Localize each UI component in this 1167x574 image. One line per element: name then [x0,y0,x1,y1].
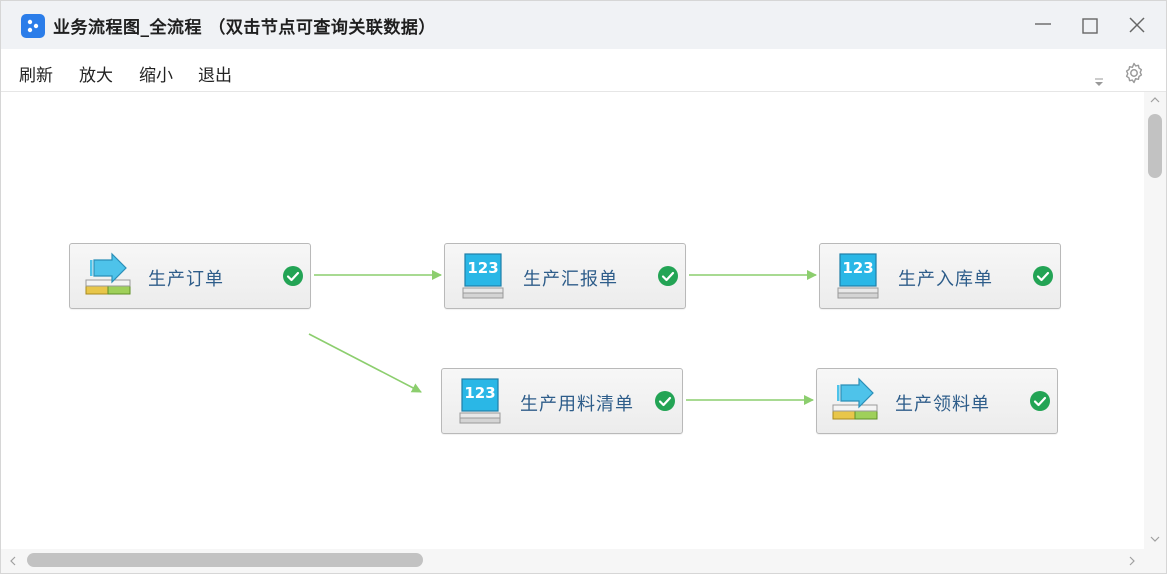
node-production-report[interactable]: 123 生产汇报单 [444,243,686,309]
node-production-order[interactable]: 生产订单 [69,243,311,309]
vertical-scroll-thumb[interactable] [1148,114,1162,178]
node-label: 生产汇报单 [523,269,618,290]
node-label: 生产领料单 [895,394,990,415]
check-icon [1033,266,1053,286]
scroll-up-icon[interactable] [1150,96,1160,104]
node-production-bom[interactable]: 123 生产用料清单 [441,368,683,434]
arrow-document-icon [832,377,878,420]
minimize-icon [1035,23,1051,25]
window-title: 业务流程图_全流程 （双击节点可查询关联数据） [53,18,436,38]
horizontal-scroll-thumb[interactable] [27,553,423,567]
caret-down-icon [1095,78,1103,86]
node-production-warehouse-entry[interactable]: 123 生产入库单 [819,243,1061,309]
close-button[interactable] [1125,13,1149,37]
check-icon [655,391,675,411]
arrow-document-icon [85,252,131,295]
node-production-picking[interactable]: 生产领料单 [816,368,1058,434]
zoom-out-menu-item[interactable]: 缩小 [139,66,173,86]
svg-text:123: 123 [464,384,495,402]
node-label: 生产订单 [148,269,224,290]
svg-text:123: 123 [467,259,498,277]
scroll-left-icon[interactable] [9,556,17,566]
settings-button[interactable] [1122,61,1146,89]
check-icon [1030,391,1050,411]
svg-text:123: 123 [842,259,873,277]
minimize-button[interactable] [1031,13,1055,37]
refresh-menu-item[interactable]: 刷新 [19,66,53,86]
numeric-123-monitor-icon: 123 [459,378,501,424]
maximize-button[interactable] [1078,13,1102,37]
vertical-scrollbar[interactable] [1144,92,1166,549]
flow-edges [308,270,817,405]
numeric-123-monitor-icon: 123 [462,253,504,299]
close-icon [1129,17,1145,33]
node-label: 生产入库单 [898,269,993,290]
zoom-in-menu-item[interactable]: 放大 [79,66,113,86]
check-icon [283,266,303,286]
numeric-123-monitor-icon: 123 [837,253,879,299]
node-label: 生产用料清单 [520,394,634,415]
title-bar: 业务流程图_全流程 （双击节点可查询关联数据） [1,1,1166,49]
check-icon [658,266,678,286]
app-icon [21,14,45,38]
edge-order-to-bom [308,333,422,393]
horizontal-scrollbar[interactable] [1,549,1144,573]
menu-bar: 刷新 放大 缩小 退出 [1,49,1166,92]
maximize-icon [1082,18,1098,34]
flow-canvas[interactable]: 生产订单 123 生产汇报单 123 [1,92,1144,549]
scrollbar-corner [1144,549,1166,573]
scroll-right-icon[interactable] [1128,556,1136,566]
scroll-down-icon[interactable] [1150,535,1160,543]
exit-menu-item[interactable]: 退出 [198,66,232,86]
gear-icon [1125,62,1143,84]
toolbar-dropdown-button[interactable] [1092,73,1106,92]
